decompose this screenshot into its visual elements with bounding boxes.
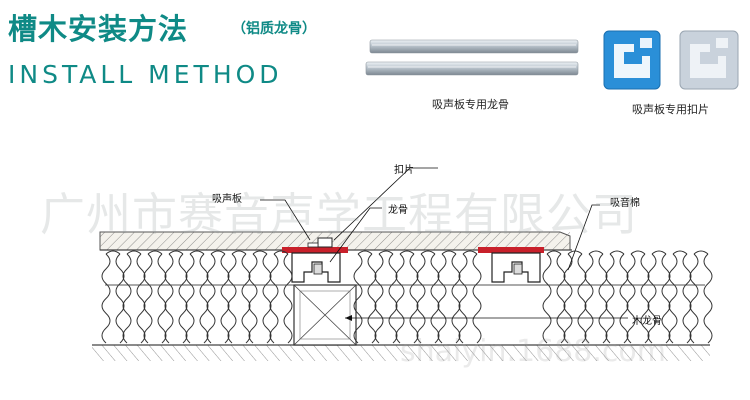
acoustic-cotton [101,250,713,344]
label-wood-keel: 木龙骨 [632,316,662,327]
cotton-strand-cap [189,250,205,255]
cotton-strand-cap [378,250,394,255]
cotton-strand [430,253,440,344]
acoustic-panel [99,231,572,251]
base-hatch [92,345,710,361]
cotton-strand [241,253,251,344]
cotton-strand [472,253,482,344]
cotton-strand [640,253,650,344]
cotton-strand-cap [441,250,457,255]
wood-keel-arrow [345,315,352,321]
cotton-strand-cap [252,250,268,255]
cotton-strand [248,253,258,344]
cotton-strand [101,253,111,344]
cotton-strand [115,253,125,344]
cotton-strand-cap [168,250,184,255]
cotton-strand-cap [672,250,688,255]
cotton-strand [437,253,447,344]
cotton-strand [367,253,377,344]
cotton-strand [668,253,678,344]
cotton-strand [451,253,461,344]
cotton-strand [157,253,167,344]
cotton-strand [416,253,426,344]
label-absorber: 吸音棉 [610,198,640,209]
cotton-strand [178,253,188,344]
red-strip-right [478,247,544,253]
cotton-strand [409,253,419,344]
label-panel: 吸声板 [212,194,242,205]
cotton-strand [556,253,566,344]
cotton-strand [269,253,279,344]
company-watermark: 广州市赛音声学工程有限公司 [40,188,639,241]
cotton-strand [458,253,468,344]
clip-product-caption: 吸声板专用扣片 [632,103,709,116]
title-english: INSTALL METHOD [8,60,283,89]
cotton-strand [395,253,405,344]
gray-clip-product-image [679,30,739,90]
cotton-strand [598,253,608,344]
cotton-strand [626,253,636,344]
clip-piece [307,237,333,248]
cotton-strand [689,253,699,344]
title-subtitle: （铝质龙骨） [232,21,316,37]
cotton-strand-cap [126,250,142,255]
cotton-strand [647,253,657,344]
cotton-strand-cap [630,250,646,255]
cotton-strand [682,253,692,344]
leader-lines [260,167,628,319]
title-chinese: 槽木安装方法 [8,12,189,46]
cotton-strand-cap [462,250,478,255]
cotton-strand-cap [105,250,121,255]
cotton-strand-cap [210,250,226,255]
cotton-strand [185,253,195,344]
cotton-strand [661,253,671,344]
label-clip: 扣片 [394,165,414,176]
cotton-strand [388,253,398,344]
label-keel: 龙骨 [388,205,408,216]
cotton-strand [542,253,552,344]
cotton-strand-cap [588,250,604,255]
aluminum-keel-left [291,252,341,283]
cotton-strand [703,253,713,344]
keel-product-caption: 吸声板专用龙骨 [432,98,509,111]
cotton-strand-cap [693,250,709,255]
cotton-strand [143,253,153,344]
cotton-strand-cap [273,250,289,255]
cotton-strand [136,253,146,344]
cotton-strand-cap [609,250,625,255]
aluminum-keel-right [491,252,541,283]
cotton-strand [283,253,293,344]
cotton-strand [122,253,132,344]
cotton-strand [262,253,272,344]
cotton-strand [199,253,209,344]
cotton-strand-cap [147,250,163,255]
cotton-strand-cap [399,250,415,255]
cotton-strand [374,253,384,344]
red-strip-left [282,247,348,253]
cotton-strand-cap [546,250,562,255]
url-watermark: shaiyin.1688.com [400,334,666,369]
cotton-strand-cap [420,250,436,255]
cotton-strand [605,253,615,344]
cotton-strand [206,253,216,344]
cotton-strand [227,253,237,344]
blue-clip-product-image [603,30,661,90]
cotton-strand-cap [231,250,247,255]
cotton-strand [619,253,629,344]
cotton-strand-cap [357,250,373,255]
cotton-strand [353,253,363,344]
cotton-strand [584,253,594,344]
cotton-strand [563,253,573,344]
keel-rail-product-image [365,39,579,76]
cotton-strand [577,253,587,344]
wood-keel [293,284,357,346]
cotton-strand-cap [651,250,667,255]
cotton-strand [164,253,174,344]
cotton-strand [220,253,230,344]
